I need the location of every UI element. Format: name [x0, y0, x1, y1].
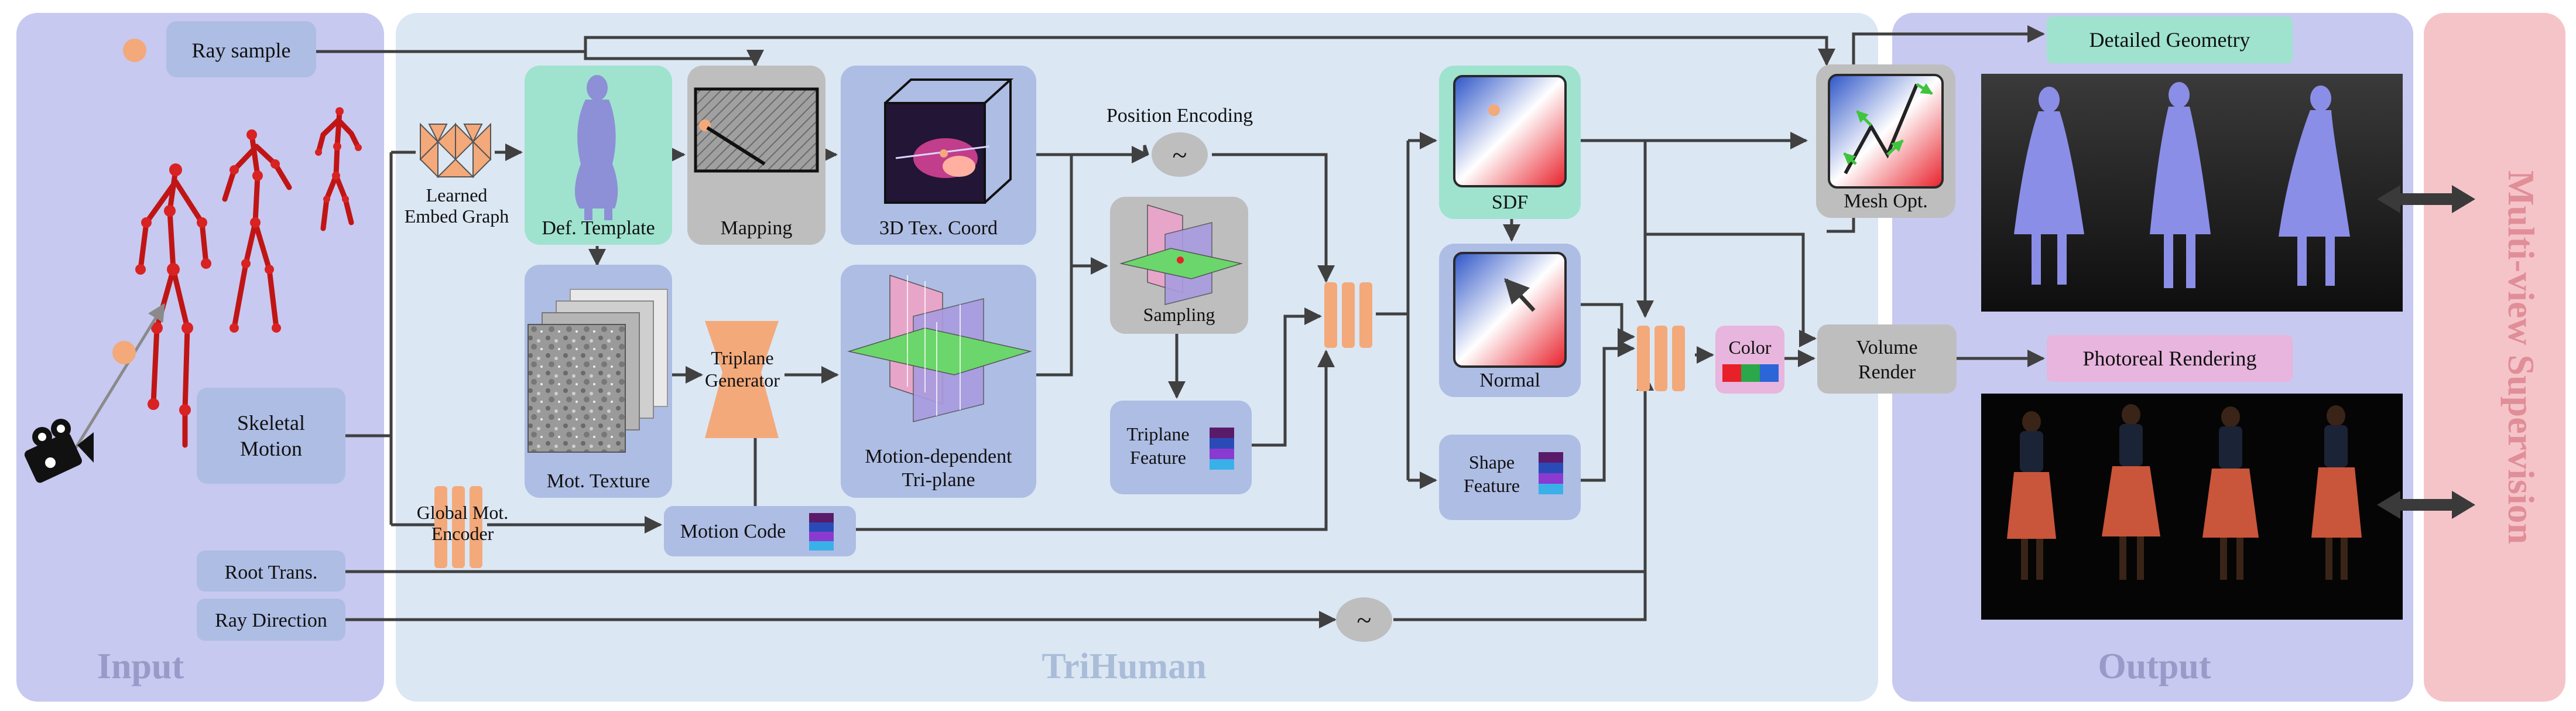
root-trans-label: Root Trans.: [225, 562, 318, 583]
output-panel-title: Output: [2098, 647, 2211, 686]
supervision-panel: [2424, 13, 2565, 702]
embed-graph-label-2: Embed Graph: [405, 206, 509, 227]
volume-render-label-2: Render: [1858, 361, 1916, 383]
line-raydir-to-concat2: [1393, 375, 1647, 621]
shape-feature-label-2: Feature: [1464, 475, 1520, 496]
color-node[interactable]: [1715, 326, 1784, 394]
normal-label: Normal: [1479, 370, 1540, 391]
triplane-icon: [847, 274, 1032, 422]
photoreal-figures: [2007, 404, 2362, 580]
sdf-field-icon: [1453, 75, 1567, 187]
skeleton-joints: [135, 107, 362, 416]
geometry-figures: [2014, 82, 2350, 288]
motion-code-node[interactable]: [664, 506, 856, 556]
skeletal-motion-label-1: Skeletal: [237, 411, 305, 435]
position-encoding-tilde: ~: [1173, 140, 1187, 170]
sampling-triplane-icon: [1119, 204, 1243, 305]
triplane-feature-vector-icon: [1210, 428, 1234, 470]
motion-texture-stack-icon: [527, 289, 668, 453]
input-panel-title: Input: [97, 647, 184, 686]
line-sdf-to-render: [1645, 233, 1817, 347]
sdf-sample-icon: [1488, 104, 1500, 116]
position-encoding-node[interactable]: [1152, 132, 1208, 177]
tex-coord-label: 3D Tex. Coord: [879, 217, 998, 239]
triplane-feature-node[interactable]: [1110, 401, 1252, 494]
motion-code-vector-icon: [809, 513, 834, 551]
direction-encoding-node[interactable]: [1336, 597, 1392, 642]
supervision-arrows: [2377, 185, 2475, 519]
line-ray-to-mapping: [584, 37, 764, 67]
volume-render-node[interactable]: [1817, 324, 1957, 394]
global-encoder-label-1: Global Mot.: [417, 502, 508, 523]
position-encoding-label: Position Encoding: [1107, 105, 1253, 127]
triplane-generator-node[interactable]: [705, 321, 779, 438]
sampling-label: Sampling: [1143, 304, 1215, 325]
motion-triplane-label-2: Tri-plane: [902, 469, 975, 491]
ray-sample-dot-icon: [123, 39, 146, 62]
normal-arrow-icon: [1504, 278, 1536, 312]
mapping-vector-icon: [706, 126, 766, 166]
volume-render-label-1: Volume: [1856, 337, 1917, 358]
mesh-opt-label: Mesh Opt.: [1844, 190, 1928, 212]
mesh-opt-field-icon: [1828, 74, 1944, 189]
global-encoder-label-2: Encoder: [431, 523, 494, 544]
def-template-label: Def. Template: [542, 217, 655, 239]
rgb-color-icon: [1722, 364, 1779, 382]
texture-cube-icon: [884, 78, 1014, 204]
color-concat-icon: [1637, 326, 1685, 391]
trihuman-panel-title: TriHuman: [1042, 647, 1206, 686]
ray-direction-node[interactable]: [197, 599, 345, 641]
connections: [316, 25, 2045, 628]
camera-icon: [24, 419, 94, 483]
line-triplane-to-sampling: [1036, 266, 1073, 377]
line-mesh-down: [1827, 217, 1855, 233]
ray-sample-label: Ray sample: [192, 39, 291, 62]
geometry-supervision-arrow-icon: [2377, 185, 2475, 213]
input-panel: [16, 13, 384, 702]
feature-concat-icon: [1324, 282, 1372, 348]
sdf-label: SDF: [1492, 192, 1528, 213]
line-normal-to-concat2: [1581, 303, 1635, 346]
direction-encoding-tilde: ~: [1357, 605, 1372, 635]
photoreal-rendering-badge: [2047, 335, 2293, 382]
camera-ray: [68, 303, 166, 458]
shape-feature-label-1: Shape: [1469, 452, 1515, 473]
triplane-feature-label-1: Triplane: [1126, 423, 1189, 445]
mesh-opt-curve-icon: [1844, 83, 1919, 175]
triplane-generator-label-2: Generator: [705, 370, 780, 391]
supervision-panel-title: Multi-view Supervision: [2500, 170, 2542, 544]
render-supervision-arrow-icon: [2377, 491, 2475, 519]
normal-field-icon: [1453, 252, 1567, 368]
photoreal-rendering-label: Photoreal Rendering: [2083, 347, 2257, 370]
mot-texture-label: Mot. Texture: [547, 470, 650, 492]
line-shape-to-concat2: [1581, 340, 1635, 482]
triplane-feature-label-2: Feature: [1130, 447, 1186, 468]
line-posenc-to-concat: [1212, 153, 1335, 283]
global-encoder-node[interactable]: [434, 486, 482, 568]
root-trans-node[interactable]: [197, 551, 345, 592]
embed-graph-label-1: Learned: [426, 184, 488, 206]
motion-triplane-label-1: Motion-dependent: [865, 446, 1012, 467]
line-feature-to-concat: [1252, 307, 1322, 447]
ray-sample-node[interactable]: [166, 21, 316, 77]
ray-direction-label: Ray Direction: [215, 610, 327, 631]
skeletal-motion-label-2: Motion: [240, 437, 302, 460]
detailed-geometry-badge: [2047, 16, 2293, 63]
line-motioncode-to-concat: [856, 350, 1335, 531]
embed-graph-icon: [419, 122, 492, 179]
triplane-generator-label-1: Triplane: [711, 347, 773, 368]
camera-ray-sample-icon: [112, 341, 136, 364]
skeletal-motion-node[interactable]: [197, 388, 345, 484]
detailed-geometry-label: Detailed Geometry: [2089, 28, 2250, 52]
motion-code-label: Motion Code: [680, 521, 786, 542]
mesh-opt-gradient-icon: [1843, 83, 1933, 165]
color-label: Color: [1729, 337, 1772, 358]
template-figure-icon: [574, 75, 618, 220]
line-mesh-to-geometry: [1852, 25, 2045, 70]
shape-feature-vector-icon: [1539, 452, 1563, 494]
mapping-label: Mapping: [721, 217, 793, 239]
